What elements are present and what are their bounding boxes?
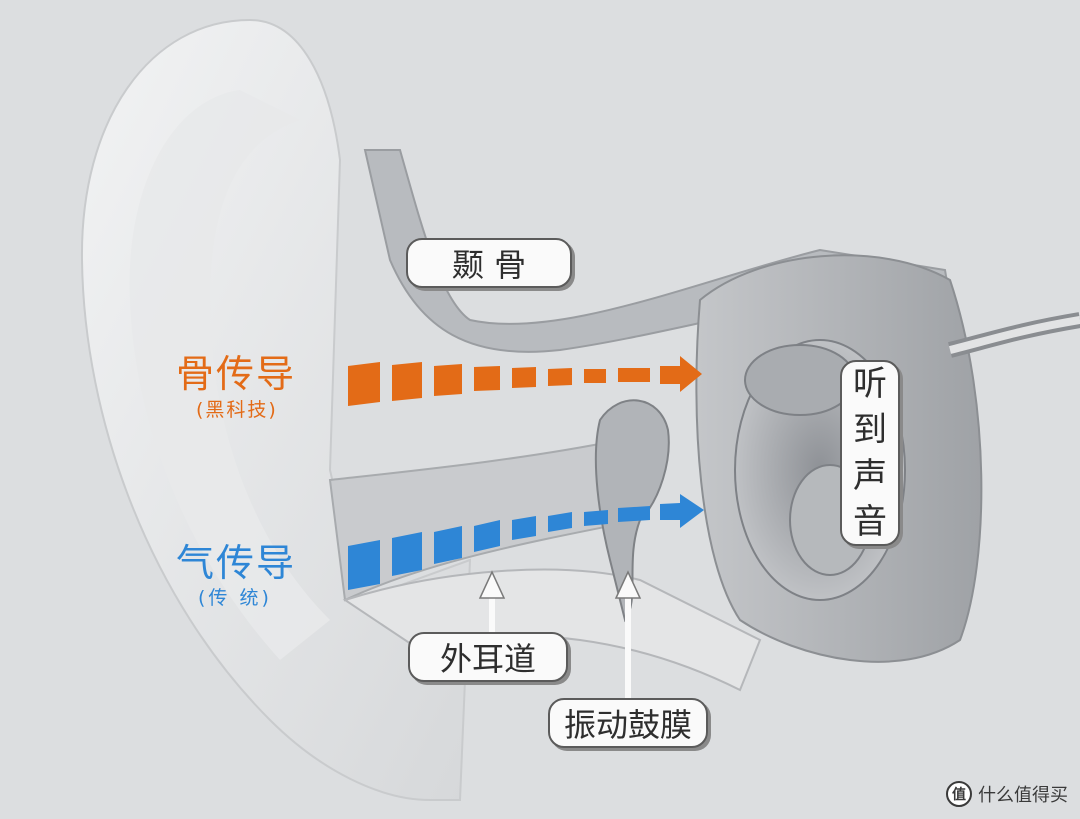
eardrum-text: 振动鼓膜 (563, 706, 692, 744)
hear-sound-char: 音 (853, 502, 887, 542)
cochlea-whorl (744, 344, 856, 416)
air-conduction-title: 气传导 (176, 541, 297, 585)
eardrum-pointer (614, 570, 642, 700)
ear-canal-text: 外耳道 (439, 640, 536, 678)
hear-sound-char: 声 (853, 456, 887, 496)
auricle-inner-fold (129, 90, 330, 660)
ear-canal-label: 外耳道 (408, 632, 568, 682)
watermark: 值 什么值得买 (946, 781, 1068, 807)
bone-conduction-title: 骨传导 (176, 352, 297, 396)
ear-canal-pointer (478, 570, 506, 632)
eardrum-label: 振动鼓膜 (548, 698, 708, 748)
air-conduction-subtitle: (传 统) (198, 587, 272, 609)
temporal-bone-text: 颞 骨 (451, 246, 527, 284)
bone-conduction-subtitle: (黑科技) (196, 399, 278, 421)
air-conduction-arrow (348, 494, 704, 590)
bone-conduction-arrow (348, 356, 702, 406)
temporal-bone-label: 颞 骨 (406, 238, 572, 288)
hear-sound-char: 听 (853, 364, 887, 404)
hear-sound-char: 到 (853, 410, 887, 450)
watermark-text: 什么值得买 (978, 785, 1068, 806)
watermark-logo-icon: 值 (946, 781, 972, 807)
hear-sound-label: 听 到 声 音 (840, 360, 900, 546)
